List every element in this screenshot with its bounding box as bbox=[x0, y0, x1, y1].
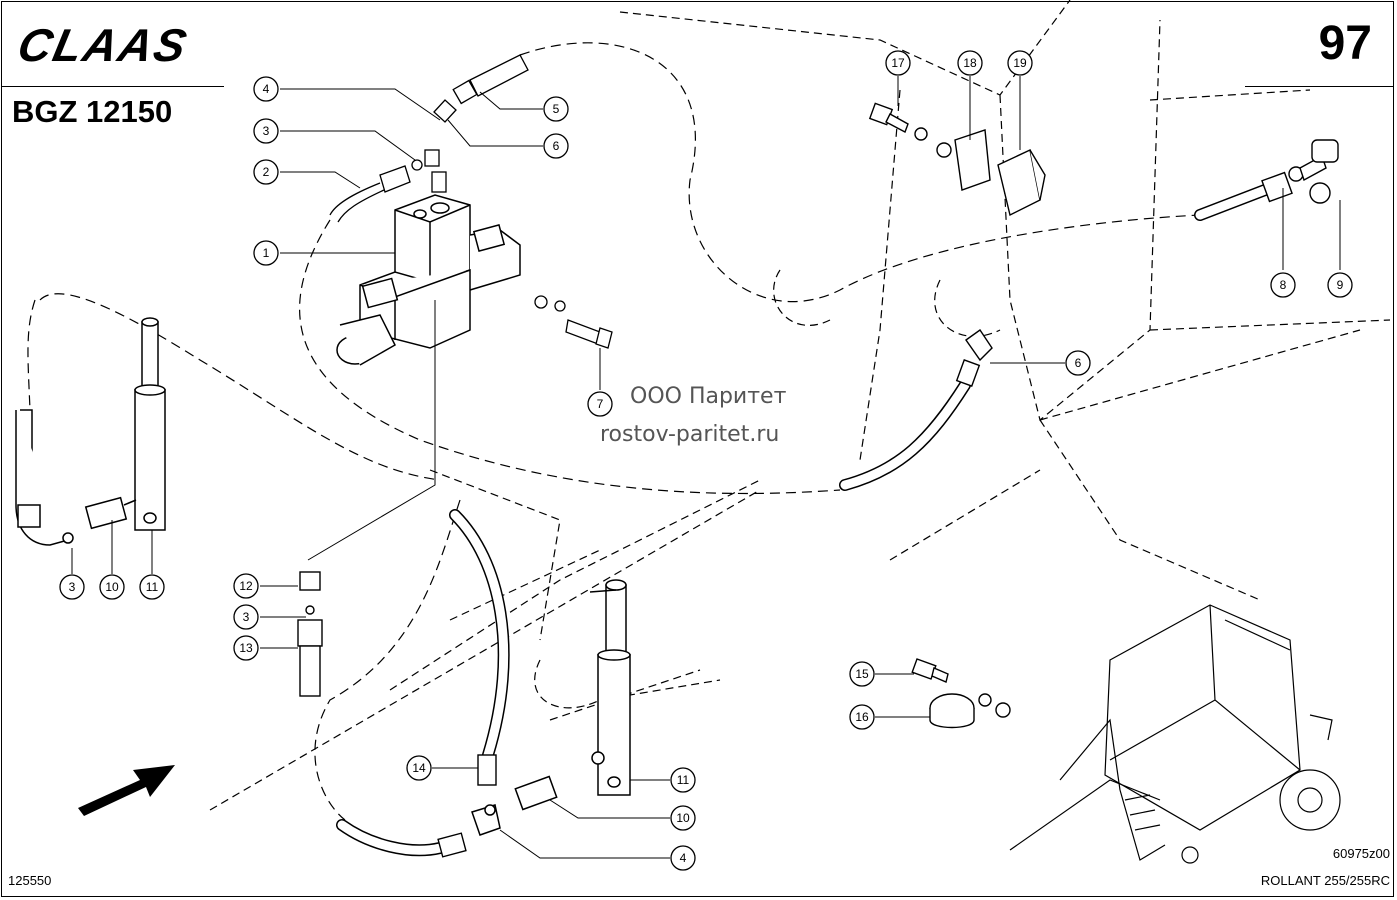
callout-16: 16 bbox=[855, 710, 869, 724]
callout-6-b: 6 bbox=[1075, 356, 1082, 370]
page-number: 97 bbox=[1318, 17, 1372, 70]
hose-fittings bbox=[297, 139, 1339, 858]
thick-hoses-inner bbox=[337, 185, 1270, 855]
callout-17: 17 bbox=[891, 56, 905, 70]
lower-clamp bbox=[911, 658, 1011, 729]
leader-lines bbox=[71, 76, 1341, 859]
chassis-outlines bbox=[209, 0, 1391, 811]
document-code: BGZ 12150 bbox=[12, 94, 173, 129]
footer-model: ROLLANT 255/255RC bbox=[1260, 873, 1390, 888]
header-rule-right bbox=[1245, 86, 1393, 87]
reference-code: 60975z00 bbox=[1332, 846, 1390, 861]
clamp-hardware bbox=[868, 102, 1046, 217]
left-cylinder bbox=[15, 317, 166, 546]
callout-3-b: 3 bbox=[69, 580, 76, 594]
baler-illustration bbox=[1009, 604, 1341, 864]
callout-12: 12 bbox=[239, 579, 253, 593]
callout-numbers: 4 3 2 1 5 6 7 17 18 19 8 9 6 3 10 11 12 … bbox=[69, 56, 1344, 865]
direction-arrow bbox=[78, 765, 175, 816]
callout-18: 18 bbox=[963, 56, 977, 70]
footer-left-code: 125550 bbox=[8, 873, 52, 888]
callout-19: 19 bbox=[1013, 56, 1027, 70]
callout-5: 5 bbox=[553, 102, 560, 116]
callout-11-a: 11 bbox=[146, 580, 159, 594]
valve-fittings bbox=[329, 54, 613, 349]
callout-13: 13 bbox=[239, 641, 253, 655]
callout-7: 7 bbox=[597, 397, 604, 411]
watermark-company: ООО Паритет bbox=[630, 384, 787, 409]
callout-15: 15 bbox=[855, 667, 869, 681]
valve-block bbox=[336, 194, 521, 366]
callout-11-b: 11 bbox=[677, 773, 690, 787]
callout-9: 9 bbox=[1337, 278, 1344, 292]
center-cylinder bbox=[471, 579, 631, 836]
callout-bubbles bbox=[59, 50, 1353, 871]
header-rule-left bbox=[2, 86, 224, 87]
callout-6-a: 6 bbox=[553, 139, 560, 153]
callout-14: 14 bbox=[412, 761, 426, 775]
callout-8: 8 bbox=[1280, 278, 1287, 292]
watermark-website: rostov-paritet.ru bbox=[600, 422, 780, 447]
callout-2: 2 bbox=[263, 165, 270, 179]
callout-3-c: 3 bbox=[243, 610, 250, 624]
callout-3-a: 3 bbox=[263, 124, 270, 138]
callout-10-b: 10 bbox=[676, 811, 690, 825]
callout-4-a: 4 bbox=[263, 82, 270, 96]
callout-4-b: 4 bbox=[680, 851, 687, 865]
callout-1: 1 bbox=[263, 246, 270, 260]
callout-10-a: 10 bbox=[105, 580, 119, 594]
hose-routing bbox=[27, 42, 1201, 821]
